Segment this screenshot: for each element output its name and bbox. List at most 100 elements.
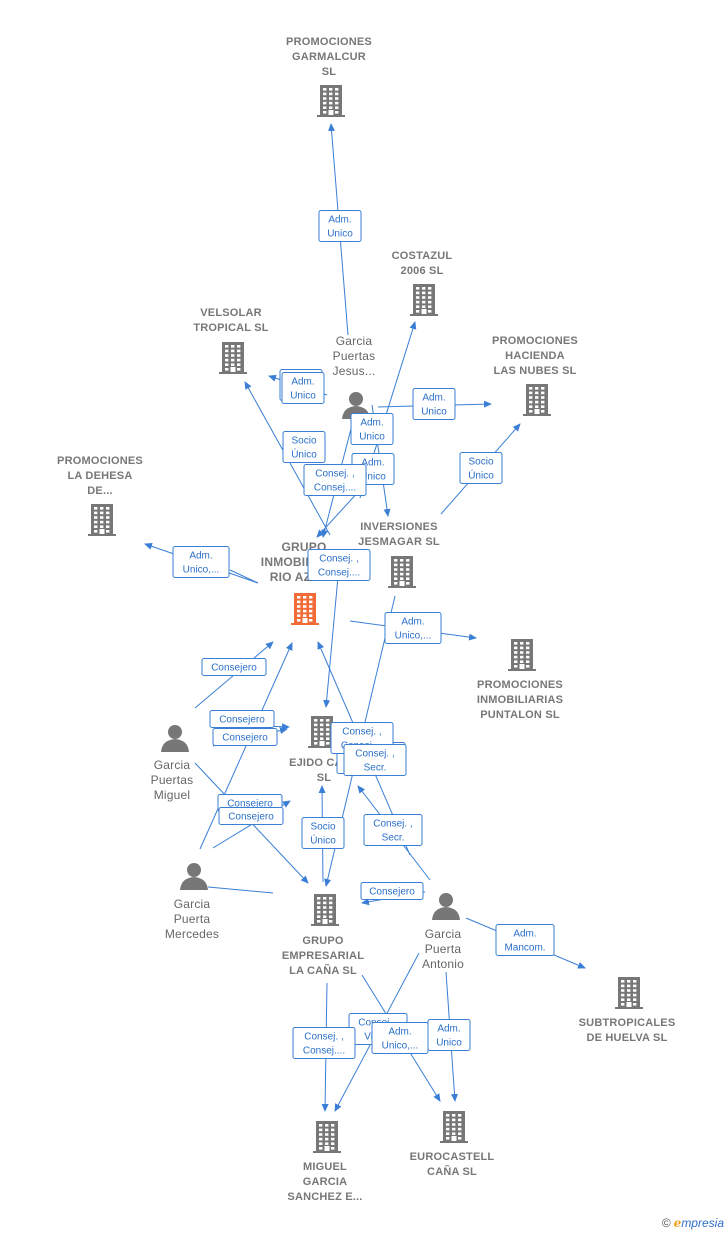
- node-label: Garcia: [425, 927, 462, 941]
- edge-label-e14[interactable]: Consejero: [209, 710, 275, 728]
- edge-label-text: Adm.: [513, 929, 536, 940]
- building-icon: [440, 1111, 468, 1143]
- node-label: DE...: [87, 485, 112, 497]
- node-label: PROMOCIONES: [492, 335, 578, 347]
- node-subtropicales[interactable]: SUBTROPICALES DE HUELVA SL: [579, 977, 676, 1044]
- edge-line-x2: [229, 569, 259, 584]
- node-label: SUBTROPICALES: [579, 1017, 676, 1029]
- edge-label-e8[interactable]: Consej. ,Consej....: [303, 464, 367, 496]
- edge-label-text: Adm.: [328, 215, 351, 226]
- edge-label-e13[interactable]: Consejero: [201, 658, 267, 676]
- edge-label-text: Unico: [421, 407, 447, 418]
- edge-label-text: Único: [291, 448, 317, 461]
- node-label: PROMOCIONES: [57, 455, 143, 467]
- edge-label-e24[interactable]: Adm. Mancom.: [495, 924, 555, 956]
- edge-label-e15[interactable]: Consejero: [212, 728, 278, 746]
- edge-label-box: [282, 431, 326, 463]
- edge-label-e1[interactable]: Adm.Unico: [318, 210, 362, 242]
- edge-label-text: Consej....: [318, 568, 360, 579]
- edge-label-box: [318, 210, 362, 242]
- edge-label-box: [303, 464, 367, 496]
- edge-label-e26[interactable]: Consej. ,Consej....: [292, 1027, 356, 1059]
- edge-label-e21[interactable]: Consej. , Secr.: [343, 744, 407, 776]
- edge-label-text: Unico,...: [382, 1041, 419, 1052]
- edge-label-e28[interactable]: Adm.Unico: [427, 1019, 471, 1051]
- edge-label-text: Consejero: [369, 887, 415, 898]
- edge-label-e6[interactable]: Adm.Unico: [281, 372, 325, 404]
- edge-line-x1: [207, 886, 274, 894]
- edge-label-text: Unico,...: [183, 565, 220, 576]
- edge-label-e11[interactable]: Consej. ,Consej....: [307, 549, 371, 581]
- node-jesus[interactable]: GarciaPuertasJesus...: [333, 334, 376, 419]
- edge-label-text: Consej. ,: [355, 749, 394, 760]
- building-icon: [317, 85, 345, 117]
- node-label: Jesus...: [333, 364, 376, 378]
- node-label: TROPICAL SL: [193, 322, 268, 334]
- edge-label-e10[interactable]: Adm.Unico,...: [172, 546, 230, 578]
- edge-label-text: Consejero: [219, 715, 265, 726]
- node-label: PROMOCIONES: [286, 36, 372, 48]
- node-label: EUROCASTELL: [410, 1151, 495, 1163]
- building-icon: [615, 977, 643, 1009]
- edge-label-text: Secr.: [364, 763, 387, 774]
- node-label: SL: [317, 772, 332, 784]
- node-label: GRUPO: [302, 935, 344, 947]
- edge-label-text: Consej. ,: [315, 469, 354, 480]
- edge-label-text: Mancom.: [504, 943, 545, 954]
- node-label: Garcia: [174, 897, 211, 911]
- node-label: DE HUELVA SL: [586, 1032, 667, 1044]
- building-icon: [523, 384, 551, 416]
- edge-label-e4[interactable]: Adm.Unico: [350, 413, 394, 445]
- brand-initial: e: [673, 1216, 682, 1230]
- edge-label-text: Adm.: [388, 1027, 411, 1038]
- edge-label-box: [384, 612, 442, 644]
- node-label: Puertas: [333, 349, 376, 363]
- edge-label-e12[interactable]: Adm.Unico,...: [384, 612, 442, 644]
- node-label: LA DEHESA: [68, 470, 133, 482]
- edge-label-e3[interactable]: Adm.Unico: [412, 388, 456, 420]
- node-label: Puerta: [174, 912, 211, 926]
- node-label: Mercedes: [165, 927, 219, 941]
- edge-label-e23[interactable]: Consejero: [360, 882, 424, 900]
- edge-label-e22[interactable]: Consej. ,Secr.: [363, 814, 423, 846]
- edge-label-text: Unico: [359, 432, 385, 443]
- edge-label-text: Adm.: [437, 1024, 460, 1035]
- node-label: Miguel: [154, 788, 191, 802]
- node-label: EMPRESARIAL: [282, 950, 364, 962]
- edge-label-box: [459, 452, 503, 484]
- edge-label-box: [307, 549, 371, 581]
- person-icon: [161, 725, 189, 752]
- node-label: INMOBILIARIAS: [477, 694, 563, 706]
- edge-label-box: [212, 728, 278, 746]
- node-label: Garcia: [336, 334, 373, 348]
- edge-label-e27[interactable]: Adm. Unico,...: [371, 1022, 429, 1054]
- edge-label-e19[interactable]: Consejero: [218, 807, 284, 825]
- person-icon: [180, 863, 208, 890]
- edge-line-e8: [316, 489, 361, 538]
- edge-label-text: Único: [468, 469, 494, 482]
- edge-label-text: Adm.: [361, 458, 384, 469]
- node-label: Antonio: [422, 957, 464, 971]
- edge-label-box: [218, 807, 284, 825]
- edge-label-text: Consejero: [211, 663, 257, 674]
- node-dehesa[interactable]: PROMOCIONES LA DEHESA DE...: [57, 455, 143, 536]
- edge-label-text: Consej. ,: [373, 819, 412, 830]
- edge-label-text: Adm.: [291, 377, 314, 388]
- building-icon: [311, 894, 339, 926]
